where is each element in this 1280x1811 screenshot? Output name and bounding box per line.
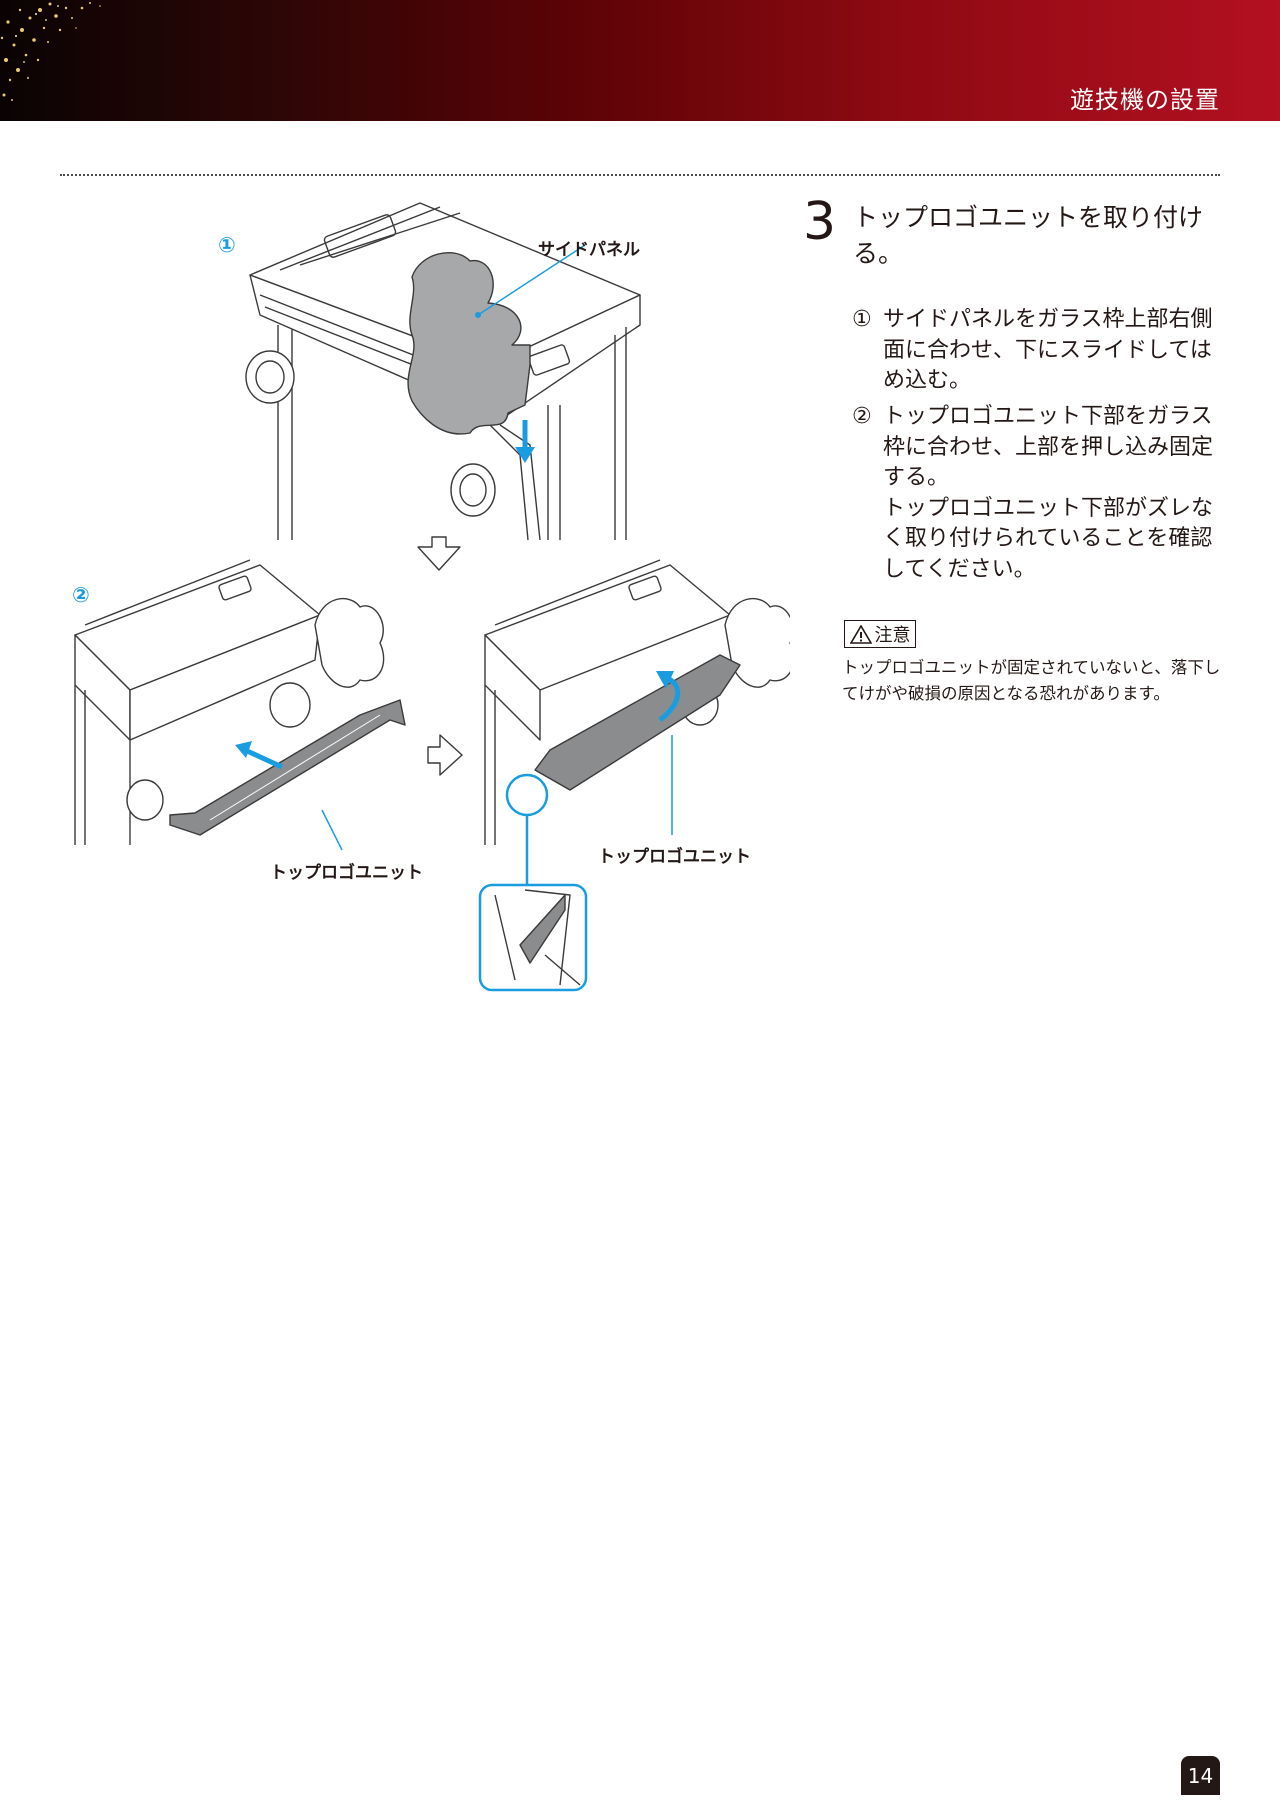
instruction-note-2: トップロゴユニット下部がズレなく取り付けられていることを確認してください。 (883, 495, 1214, 582)
top-logo-unit-left (169, 699, 406, 836)
side-panel-shape (407, 252, 531, 435)
instruction-item-2: ② トップロゴユニット下部をガラス枠に合わせ、上部を押し込み固定する。 トップロ… (852, 402, 1222, 585)
page-header: 遊技機の設置 (0, 0, 1280, 121)
figure-step-marker-1: ① (218, 233, 236, 257)
instruction-item-1: ① サイドパネルをガラス枠上部右側面に合わせ、下にスライドしてはめ込む。 (852, 305, 1222, 397)
assembly-diagram (74, 202, 790, 992)
warning-icon (849, 624, 872, 644)
step-number: 3 (803, 192, 837, 252)
caution-text: トップロゴユニットが固定されていないと、落下してけがや破損の原因となる恐れがあり… (842, 658, 1221, 703)
page-number: 14 (1181, 1756, 1220, 1795)
instruction-marker-1: ① (852, 307, 872, 332)
installation-illustration: ① ② サイドパネル トップロゴユニット トップロゴユニット (60, 195, 790, 995)
gold-sparkle-decoration (0, 2, 101, 101)
step-title: トップロゴユニットを取り付ける。 (853, 203, 1204, 268)
frame-step2-right (484, 559, 790, 845)
caution-label: 注意 (874, 625, 911, 646)
instruction-text-1: サイドパネルをガラス枠上部右側面に合わせ、下にスライドしてはめ込む。 (883, 307, 1213, 393)
figure-step-marker-2: ② (72, 583, 90, 607)
instruction-text-2: トップロゴユニット下部をガラス枠に合わせ、上部を押し込み固定する。 (883, 404, 1214, 490)
top-logo-unit-right (534, 654, 741, 791)
top-logo-unit-label-right: トップロゴユニット (598, 847, 751, 867)
section-title: 遊技機の設置 (1070, 86, 1220, 114)
caution-badge: 注意 (844, 620, 916, 648)
instruction-marker-2: ② (852, 404, 872, 429)
dotted-divider (60, 174, 1220, 176)
side-panel-label: サイドパネル (538, 240, 640, 260)
top-logo-unit-label-left: トップロゴユニット (270, 863, 423, 883)
frame-step2-left (74, 559, 385, 845)
